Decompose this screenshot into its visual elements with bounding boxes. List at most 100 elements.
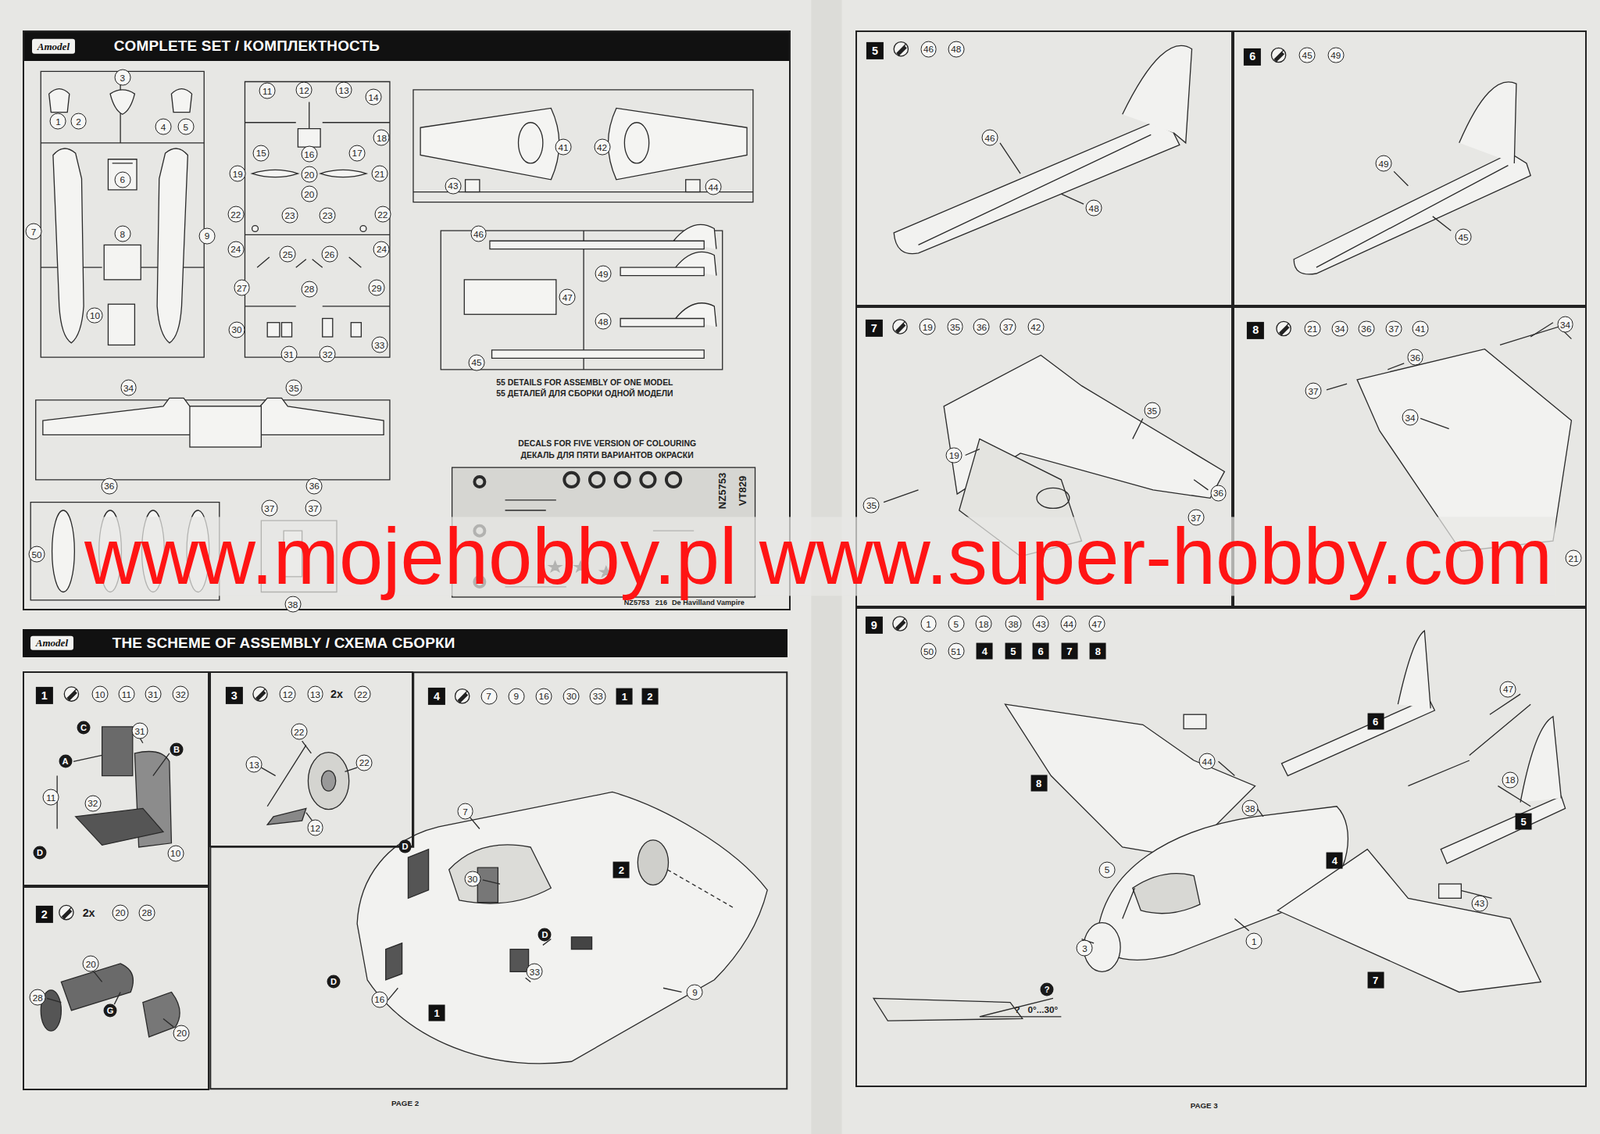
callout-number: 48 xyxy=(594,313,611,330)
callout-number: 47 xyxy=(1500,680,1517,697)
callout-number: 42 xyxy=(1027,318,1044,336)
subassembly-number: 8 xyxy=(1030,774,1047,791)
callout-number: 14 xyxy=(365,89,383,106)
callout-number: 7 xyxy=(457,803,474,820)
note-text: ? xyxy=(1014,1004,1021,1015)
callout-number: 16 xyxy=(535,687,553,704)
callout-number: 18 xyxy=(1502,771,1519,788)
callout-number: 48 xyxy=(1085,200,1103,217)
callout-number: 12 xyxy=(279,685,297,703)
callout-number: 19 xyxy=(946,446,963,464)
callout-number: 37 xyxy=(1305,382,1322,400)
step-number: 5 xyxy=(866,42,884,60)
callout-number: 16 xyxy=(300,146,318,163)
callout-number: 38 xyxy=(1242,800,1259,817)
callout-number: 38 xyxy=(1005,615,1022,633)
section-panel: 1234AmodelTHE SCHEME OF ASSEMBLY / СХЕМА… xyxy=(22,628,789,1090)
callout-number: 45 xyxy=(468,353,486,371)
callout-number: 20 xyxy=(82,955,100,972)
callout-number: 22 xyxy=(356,753,373,771)
step-number: 6 xyxy=(1243,47,1261,65)
callout-number: 41 xyxy=(1412,320,1429,337)
section-heading: THE SCHEME OF ASSEMBLY / СХЕМА СБОРКИ xyxy=(112,635,456,650)
callout-number: 31 xyxy=(131,722,148,740)
callout-letter: D xyxy=(327,975,341,989)
callout-number: 5 xyxy=(177,118,194,136)
page-number: PAGE 3 xyxy=(1190,1101,1218,1110)
callout-number: 37 xyxy=(1385,320,1403,337)
note-text: DECALS FOR FIVE VERSION OF COLOURING xyxy=(517,439,697,448)
callout-number: 26 xyxy=(321,246,338,263)
callout-number: 34 xyxy=(1557,316,1574,333)
callout-number: 7 xyxy=(480,687,497,704)
callout-number: 19 xyxy=(919,318,936,336)
callout-number: 12 xyxy=(296,81,313,98)
callout-number: 35 xyxy=(863,496,880,514)
callout-number: 21 xyxy=(371,165,388,183)
callout-number: 37 xyxy=(305,500,322,517)
callout-number: 36 xyxy=(306,477,323,494)
subassembly-number: 5 xyxy=(1515,813,1533,830)
callout-number: 45 xyxy=(1455,228,1472,246)
subassembly-number: 5 xyxy=(1005,642,1022,660)
callout-number: 20 xyxy=(112,903,129,921)
callout-number: 10 xyxy=(86,307,104,324)
callout-number: 9 xyxy=(686,983,704,1000)
callout-number: 24 xyxy=(227,240,244,258)
callout-number: 6 xyxy=(114,171,131,188)
callout-number: 34 xyxy=(1402,409,1419,426)
subassembly-number: 6 xyxy=(1032,642,1050,660)
callout-number: 49 xyxy=(1375,155,1393,172)
callout-number: 20 xyxy=(300,185,318,203)
section-heading: COMPLETE SET / КОМПЛЕКТНОСТЬ xyxy=(114,39,380,54)
callout-number: 43 xyxy=(1471,894,1488,911)
step-number: 1 xyxy=(35,686,54,704)
callout-number: 36 xyxy=(100,477,118,494)
callout-number: 50 xyxy=(920,642,937,660)
callout-number: 9 xyxy=(199,227,216,244)
subassembly-number: 6 xyxy=(1367,713,1384,730)
decal-text: VT829 xyxy=(737,475,748,506)
note-text: ДЕКАЛЬ ДЛЯ ПЯТИ ВАРИАНТОВ ОКРАСКИ xyxy=(521,450,694,459)
callout-number: 22 xyxy=(290,723,308,740)
callout-number: 21 xyxy=(1303,320,1321,337)
subassembly-number: 7 xyxy=(1367,971,1384,988)
callout-number: 38 xyxy=(284,596,301,613)
callout-number: 18 xyxy=(975,615,993,633)
callout-number: 37 xyxy=(1000,318,1017,336)
callout-number: 25 xyxy=(279,246,297,263)
callout-number: 48 xyxy=(947,40,965,58)
callout-number: 43 xyxy=(1032,615,1050,633)
callout-number: 2 xyxy=(70,113,87,130)
callout-number: 22 xyxy=(227,206,244,223)
callout-number: 12 xyxy=(307,819,324,836)
step-number: 3 xyxy=(225,686,243,704)
subassembly-number: 1 xyxy=(616,687,633,704)
step-panel: 5 xyxy=(855,30,1233,307)
callout-number: 11 xyxy=(259,82,276,100)
step-panel: 9 xyxy=(855,607,1587,1087)
callout-number: 19 xyxy=(229,165,247,183)
callout-number: 28 xyxy=(139,903,156,921)
callout-number: 36 xyxy=(1407,349,1424,366)
callout-number: 36 xyxy=(973,318,990,336)
callout-number: 11 xyxy=(118,685,136,703)
callout-number: 44 xyxy=(1060,615,1077,633)
callout-number: 30 xyxy=(563,687,580,704)
callout-number: 13 xyxy=(335,81,353,98)
callout-number: 49 xyxy=(1327,46,1344,64)
callout-number: 36 xyxy=(1357,320,1375,337)
callout-number: 35 xyxy=(946,318,964,336)
step-panel: 6 xyxy=(1232,30,1587,307)
step-number: 7 xyxy=(865,319,883,337)
callout-number: 5 xyxy=(1099,860,1116,878)
quantity-text: 2x xyxy=(330,688,343,700)
callout-number: 29 xyxy=(368,279,386,297)
callout-letter: C xyxy=(77,721,91,735)
callout-number: 34 xyxy=(1331,320,1348,337)
callout-number: 33 xyxy=(526,963,543,980)
callout-number: 1 xyxy=(1246,932,1263,950)
callout-number: 30 xyxy=(228,321,246,338)
callout-number: 20 xyxy=(173,1024,190,1041)
